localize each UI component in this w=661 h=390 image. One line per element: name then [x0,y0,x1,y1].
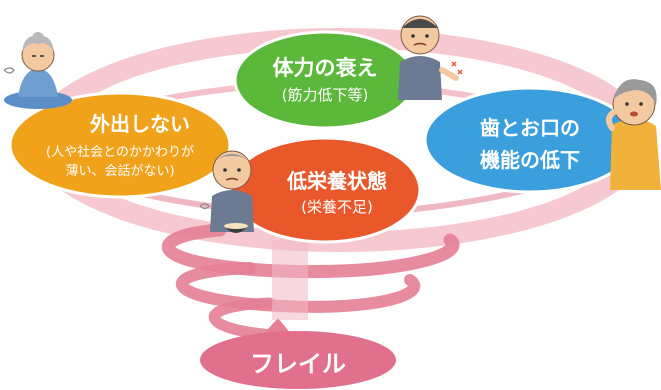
sitting-elderly-woman-illustration [3,32,72,109]
undernutrition-title: 低栄養状態 [287,169,387,193]
oral-decline-label: 歯とお口の 機能の低下 [445,112,615,173]
not-going-out-subtitle-line1: (人や社会とのかかわりが [46,145,194,160]
frailty-outcome-title: フレイル [250,350,346,378]
physical-decline-title: 体力の衰え [272,56,378,80]
not-going-out-label: 外出しない (人や社会とのかかわりが 薄い、会話がない) [15,108,225,179]
woman-with-toothache-illustration [606,79,661,190]
oral-decline-title-line1: 歯とお口の [480,116,580,140]
undernutrition-ellipse [228,136,422,244]
frailty-outcome-label: フレイル [200,344,396,379]
man-with-back-pain-illustration [398,15,463,100]
not-going-out-ellipse [8,91,232,199]
frailty-outcome-ellipse [200,331,396,389]
not-going-out-title: 外出しない [90,112,190,136]
man-eating-illustration [199,150,254,233]
undernutrition-label: 低栄養状態 (栄養不足) [262,165,412,217]
not-going-out-subtitle-line2: 薄い、会話がない) [65,164,175,179]
undernutrition-subtitle: (栄養不足) [301,198,373,216]
physical-decline-label: 体力の衰え (筋力低下等) [245,52,405,105]
physical-decline-subtitle: (筋力低下等) [281,86,369,104]
oral-decline-title-line2: 機能の低下 [480,148,580,172]
